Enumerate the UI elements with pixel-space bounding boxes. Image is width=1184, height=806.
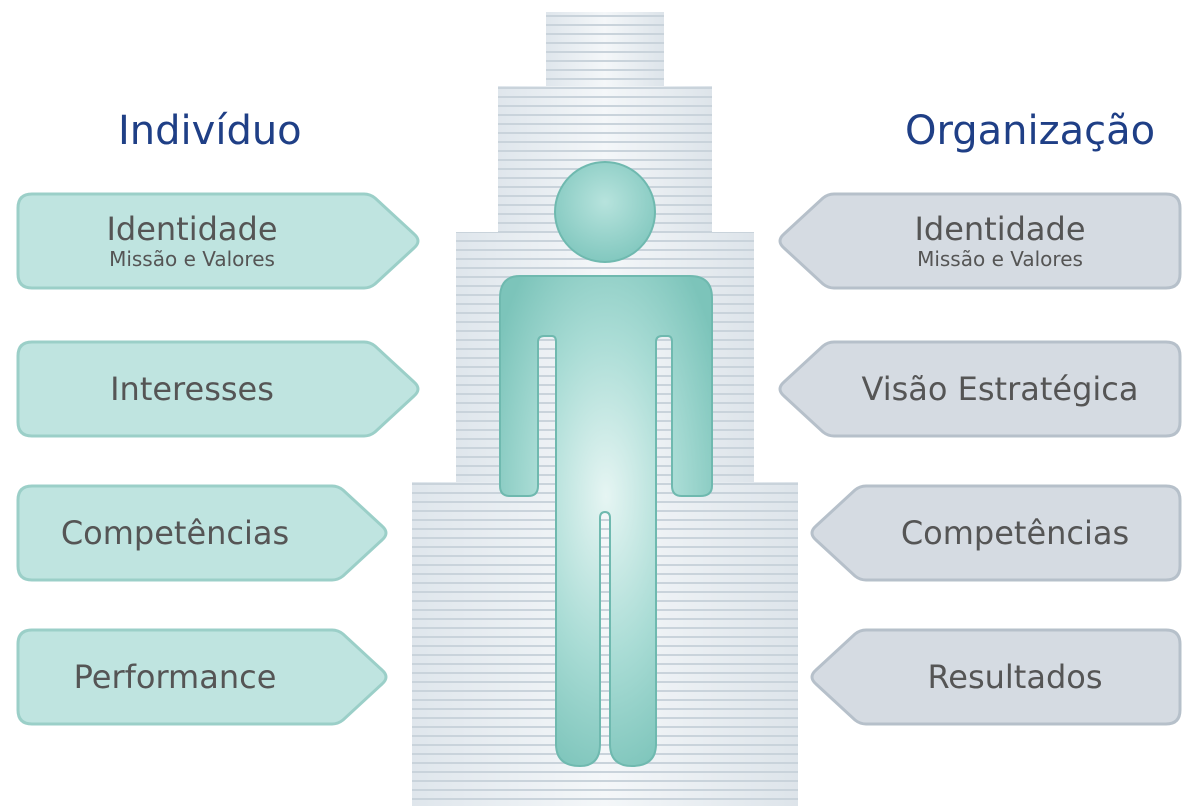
individual-box-identidade: Identidade Missão e Valores [12, 190, 426, 292]
left-arrow-shape [778, 340, 1182, 438]
organization-heading: Organização [905, 108, 1156, 154]
individual-box-subtitle: Missão e Valores [109, 247, 275, 271]
right-arrow-shape [16, 192, 420, 290]
organization-box-visao-estrategica: Visão Estratégica [772, 338, 1184, 440]
individual-box-interesses: Interesses [12, 338, 426, 440]
individual-box-performance: Performance [12, 626, 426, 728]
left-arrow-shape [810, 628, 1182, 726]
organization-box-subtitle: Missão e Valores [917, 247, 1083, 271]
organization-box-title: Resultados [927, 658, 1103, 696]
individual-box-title: Performance [73, 658, 277, 696]
right-arrow-shape [16, 340, 420, 438]
organization-box-competencias: Competências [772, 482, 1184, 584]
person-figure [499, 161, 713, 768]
building-tier-top [546, 12, 664, 86]
individual-heading: Indivíduo [118, 108, 302, 154]
left-arrow-shape [778, 192, 1182, 290]
individual-box-competencias: Competências [12, 482, 426, 584]
organization-box-title: Visão Estratégica [861, 370, 1139, 408]
building-tier-bottom [412, 482, 798, 806]
individual-box-title: Competências [60, 514, 290, 552]
right-arrow-shape [16, 628, 388, 726]
building-with-person-illustration [412, 12, 798, 806]
left-arrow-shape [810, 484, 1182, 582]
right-arrow-shape [16, 484, 388, 582]
individual-box-title: Interesses [110, 370, 274, 408]
individual-box-title: Identidade [106, 210, 278, 248]
organization-box-title: Competências [900, 514, 1130, 552]
organization-box-title: Identidade [914, 210, 1086, 248]
organization-box-resultados: Resultados [772, 626, 1184, 728]
organization-box-identidade: Identidade Missão e Valores [772, 190, 1184, 292]
